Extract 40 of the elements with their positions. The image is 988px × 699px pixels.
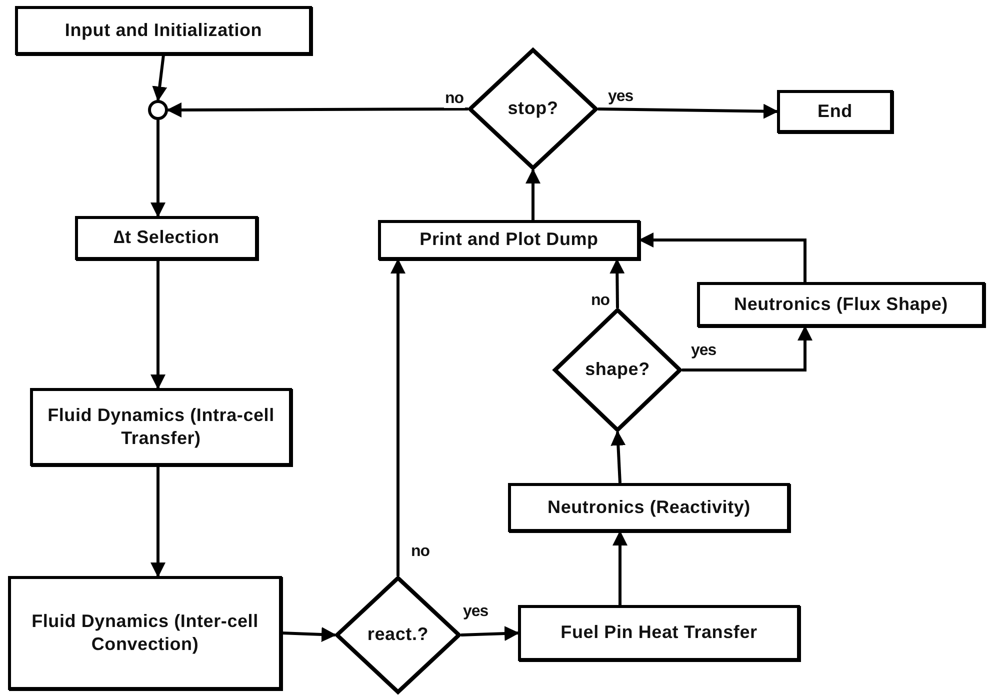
arrow <box>150 260 166 390</box>
arrow <box>682 326 812 372</box>
arrow <box>612 530 628 605</box>
node-label: Fuel Pin Heat Transfer <box>560 621 758 644</box>
arrow <box>598 104 778 119</box>
arrow <box>150 120 166 218</box>
node-label: End <box>816 100 854 123</box>
process-box <box>30 388 292 466</box>
node-label: ∆t Selection <box>112 226 220 250</box>
arrow <box>390 258 406 576</box>
node-label: Input and Initialization <box>64 18 264 42</box>
process-box <box>777 90 893 133</box>
node-label: Neutronics (Flux Shape) <box>733 292 949 316</box>
process-box <box>15 6 312 55</box>
arrow <box>150 466 166 578</box>
decision-diamond <box>335 576 461 694</box>
process-box <box>697 282 985 327</box>
arrow <box>526 168 540 220</box>
arrow <box>152 54 168 102</box>
arrow <box>460 626 520 641</box>
arrow <box>610 258 625 308</box>
process-box <box>8 576 282 690</box>
arrow <box>638 232 806 282</box>
process-box <box>75 216 258 260</box>
node-label: react.? <box>367 623 429 646</box>
connector-circle <box>148 100 168 120</box>
node-label: Fluid Dynamics (Intra-cell Transfer) <box>46 404 276 450</box>
node-label: Fluid Dynamics (Inter-cell Convection) <box>30 610 260 656</box>
process-box <box>508 483 790 532</box>
node-label: Neutronics (Reactivity) <box>546 496 752 519</box>
node-label: stop? <box>508 97 558 120</box>
node-label: Print and Plot Dump <box>418 228 600 252</box>
arrow <box>166 102 468 118</box>
decision-diamond <box>553 308 682 432</box>
process-box <box>518 605 800 661</box>
arrow <box>610 430 626 484</box>
node-label: shape? <box>585 358 650 382</box>
process-box <box>378 220 640 260</box>
arrow <box>282 627 336 642</box>
decision-diamond <box>468 48 598 170</box>
